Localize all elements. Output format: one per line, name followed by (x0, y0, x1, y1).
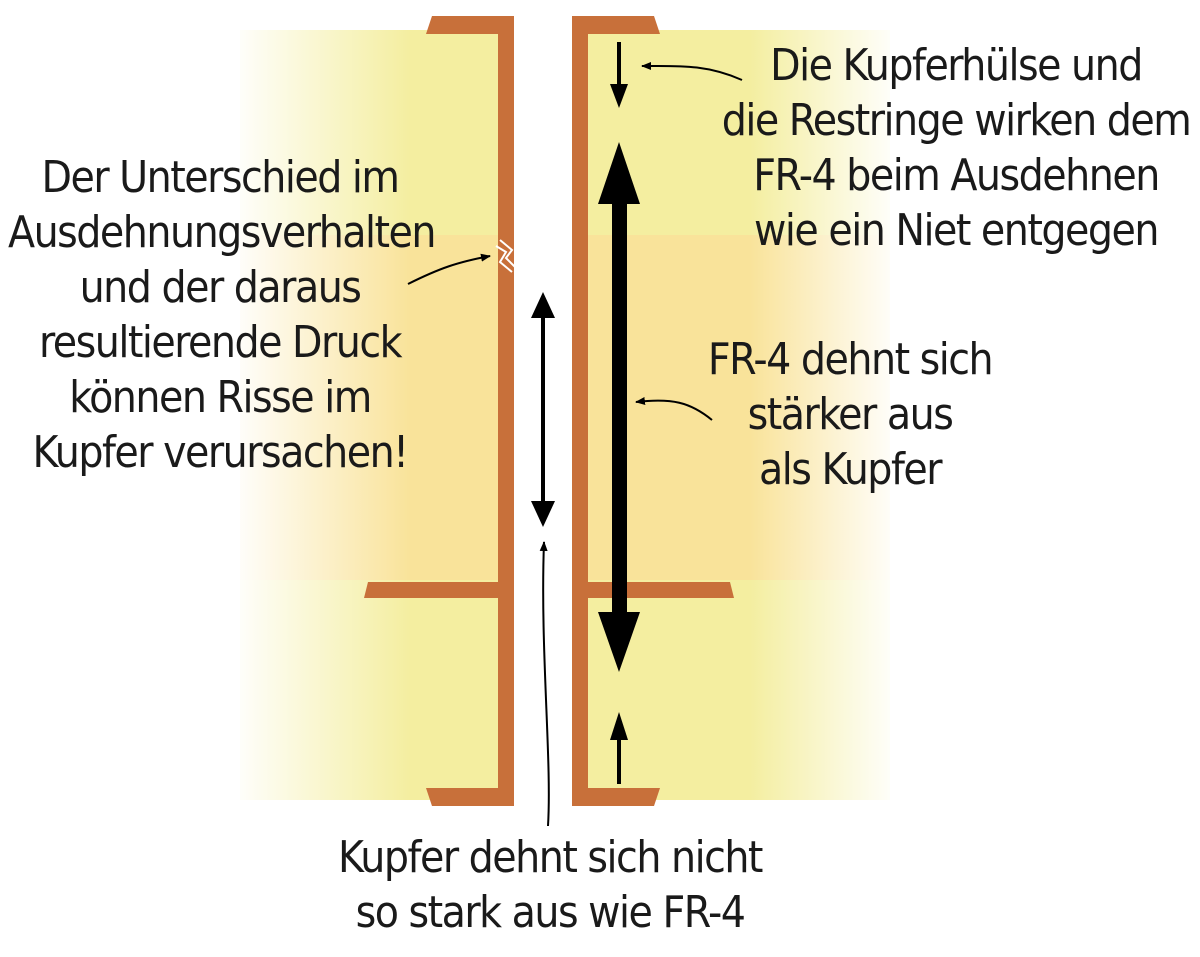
leader-copper (539, 541, 550, 827)
copper-ring-left-bottom (426, 788, 514, 806)
crack-warning-line: Kupfer verursachen! (32, 427, 409, 478)
crack-warning-line: resultierende Druck (38, 317, 403, 368)
rivet-effect-note: Die Kupferhülse und die Restringe wirken… (716, 38, 1196, 258)
rivet-effect-line: Die Kupferhülse und (770, 40, 1143, 91)
copper-expansion-line: Kupfer dehnt sich nicht (338, 832, 763, 883)
leader-ring-counterforce (641, 61, 743, 81)
laminate-left (230, 20, 510, 810)
fr4-expansion-arrow-icon (598, 142, 640, 672)
copper-barrel-right (572, 18, 588, 802)
copper-ring-right-top (572, 16, 660, 34)
crack-warning-line: und der daraus (79, 262, 362, 313)
copper-barrel-left (498, 18, 514, 802)
crack-icon (495, 239, 517, 273)
leader-fr4 (635, 397, 713, 421)
crack-warning-line: können Risse im (69, 372, 372, 423)
rivet-effect-line: FR-4 beim Ausdehnen (753, 150, 1160, 201)
copper-ring-left-inner (364, 582, 514, 598)
callout-leaders (407, 61, 743, 827)
copper-expansion-line: so stark aus wie FR-4 (355, 887, 746, 938)
copper-ring-left-top (426, 16, 514, 34)
copper-ring-right-bottom (572, 788, 660, 806)
laminate-right-fade (750, 20, 900, 810)
crack-warning-line: Ausdehnungsverhalten (8, 207, 437, 258)
copper-ring-right-inner (572, 582, 734, 598)
counter-force-up-arrow-icon (610, 712, 628, 784)
rivet-effect-line: wie ein Niet entgegen (754, 205, 1159, 256)
fr4-expansion-line: FR-4 dehnt sich (707, 334, 994, 385)
copper-expansion-arrow-icon (531, 292, 555, 527)
fr4-expansion-line: als Kupfer (759, 444, 943, 495)
copper-left (364, 16, 514, 806)
laminate-left-fade (230, 20, 410, 810)
leader-crack (407, 253, 491, 285)
fr4-expansion-note: FR-4 dehnt sich stärker aus als Kupfer (700, 332, 1000, 497)
crack-warning-line: Der Unterschied im (41, 152, 400, 203)
counter-force-down-arrow-icon (610, 42, 628, 108)
copper-right (572, 16, 734, 806)
rivet-effect-line: die Restringe wirken dem (721, 95, 1192, 146)
laminate-right (578, 20, 900, 810)
crack-warning-note: Der Unterschied im Ausdehnungsverhalten … (8, 150, 437, 480)
fr4-expansion-line: stärker aus (747, 389, 954, 440)
copper-expansion-note: Kupfer dehnt sich nicht so stark aus wie… (320, 830, 780, 940)
